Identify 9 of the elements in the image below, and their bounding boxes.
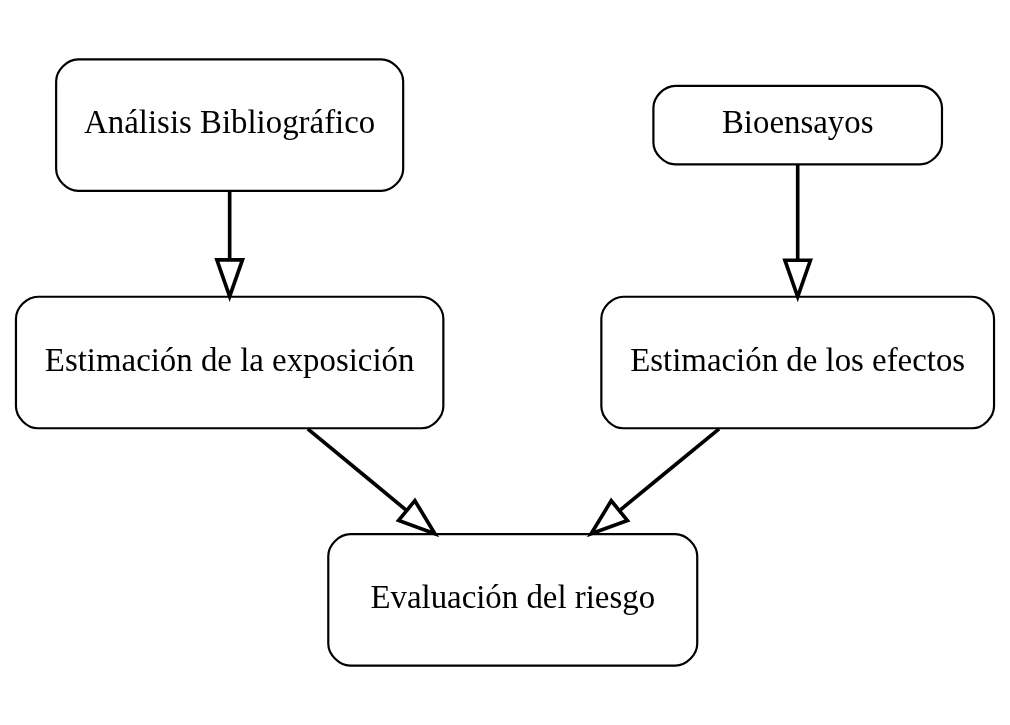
node-box: Estimación de los efectos — [600, 295, 996, 430]
arrow — [214, 191, 245, 302]
node-box: Estimación de la exposición — [14, 295, 445, 430]
node-box: Evaluación del riesgo — [327, 533, 699, 667]
arrow — [306, 427, 440, 538]
arrow — [586, 427, 721, 538]
arrow — [782, 164, 814, 303]
node-box: Bioensayos — [652, 84, 944, 166]
node-box: Análisis Bibliográfico — [55, 58, 405, 192]
